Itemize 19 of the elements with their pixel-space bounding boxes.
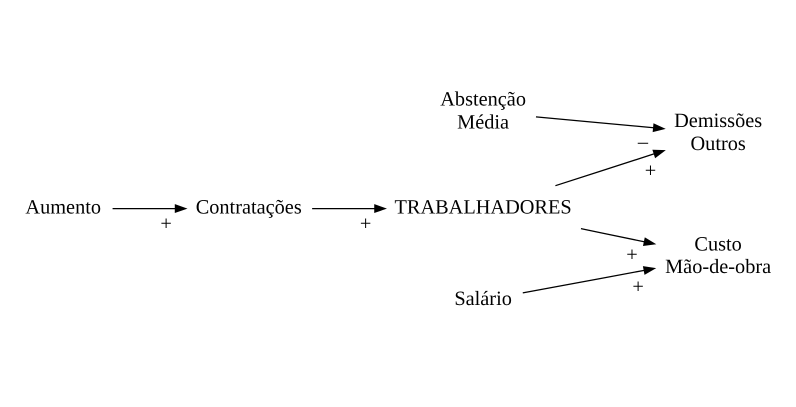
node-text: TRABALHADORES — [394, 196, 572, 218]
node-text: Salário — [454, 288, 512, 310]
arrow — [555, 150, 666, 186]
edge-label: + — [632, 276, 644, 298]
arrow — [112, 204, 188, 214]
node-text: Abstenção Média — [440, 88, 526, 134]
node-text: Demissões Outros — [674, 110, 762, 155]
node-text: Custo Mão-de-obra — [665, 233, 772, 278]
edge-label: + — [160, 212, 172, 235]
edge-label: + — [360, 212, 372, 235]
node-text: Aumento — [25, 196, 102, 218]
edge-label: + — [626, 244, 638, 266]
arrow — [312, 204, 387, 214]
arrow — [580, 228, 656, 246]
node-text: Contratações — [196, 196, 302, 218]
edge-label: – — [638, 130, 648, 153]
edge-label: + — [644, 160, 656, 182]
arrow — [522, 266, 656, 294]
arrow — [536, 116, 666, 132]
